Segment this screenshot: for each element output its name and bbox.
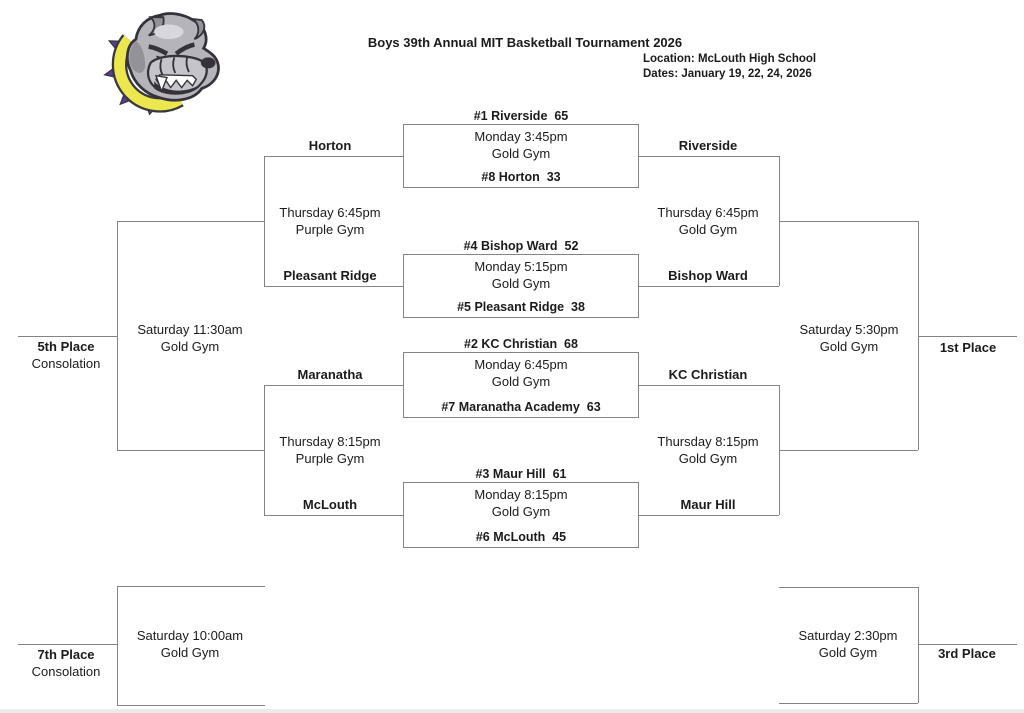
game1-bottom-seed: #8 Horton 33 [481,170,561,184]
3rd-place-venue: Gold Gym [818,645,878,660]
7th-place-venue: Gold Gym [160,645,220,660]
game4-top-seed: #3 Maur Hill 61 [475,467,567,481]
consolation-semi-top-time: Thursday 6:45pm [279,205,381,220]
bracket-line-winners-semi-bottom-out [779,450,918,451]
team-label-pleasant-ridge: Pleasant Ridge [283,268,377,283]
game3-time: Monday 6:45pm [474,357,568,372]
bracket-line-horton [264,156,403,157]
game-box-1: #1 Riverside 65 Monday 3:45pm Gold Gym #… [403,109,639,188]
1st-place-schedule: Saturday 5:30pm Gold Gym [764,321,934,355]
game1-schedule: Monday 3:45pm Gold Gym [404,125,638,162]
bracket-line-bishop-ward [639,286,779,287]
bracket-line-7th-place [18,644,117,645]
game1-time: Monday 3:45pm [474,129,568,144]
game1-top-seed: #1 Riverside 65 [473,109,569,123]
bracket-line-maur-hill [639,515,779,516]
3rd-place-title: 3rd Place [938,646,996,661]
bracket-line-kc-christian [639,385,779,386]
bracket-line-5th-place [18,336,117,337]
7th-place-title: 7th Place [37,647,95,662]
event-location: Location: McLouth High School [643,53,817,65]
7th-place-schedule: Saturday 10:00am Gold Gym [105,627,275,661]
3rd-place-schedule: Saturday 2:30pm Gold Gym [763,627,933,661]
game3-venue: Gold Gym [491,374,551,389]
5th-place-schedule: Saturday 11:30am Gold Gym [105,321,275,355]
team-label-horton: Horton [308,138,352,153]
game2-time: Monday 5:15pm [474,259,568,274]
event-dates: Dates: January 19, 22, 24, 2026 [643,68,812,80]
team-label-maranatha: Maranatha [297,367,363,382]
page-bottom-edge [0,709,1024,713]
5th-place-title: 5th Place [37,339,95,354]
3rd-place-time: Saturday 2:30pm [798,628,898,643]
bracket-line-consolation-semi-bottom-out [117,450,264,451]
bracket-line-consolation-semi-top [264,156,265,286]
game-box-2: #4 Bishop Ward 52 Monday 5:15pm Gold Gym… [403,239,639,318]
winners-semi-top-schedule: Thursday 6:45pm Gold Gym [623,204,793,238]
winners-semi-bottom-time: Thursday 8:15pm [657,434,759,449]
bracket-line-3rd-place [918,644,1017,645]
bracket-line-7th-bottom [117,705,265,706]
game2-schedule: Monday 5:15pm Gold Gym [404,255,638,292]
winners-semi-bottom-venue: Gold Gym [678,451,738,466]
game2-venue: Gold Gym [491,276,551,291]
1st-place-time: Saturday 5:30pm [799,322,899,337]
game4-venue: Gold Gym [491,504,551,519]
5th-place-label: 5th Place Consolation [1,338,131,372]
7th-place-subtitle: Consolation [31,664,101,679]
game-box-3: #2 KC Christian 68 Monday 6:45pm Gold Gy… [403,337,639,418]
5th-place-venue: Gold Gym [160,339,220,354]
bracket-line-maranatha [264,385,403,386]
game4-schedule: Monday 8:15pm Gold Gym [404,483,638,520]
winners-semi-top-time: Thursday 6:45pm [657,205,759,220]
bracket-line-mclouth [264,515,403,516]
bracket-line-7th-vertical [117,586,118,705]
bracket-line-1st-place [918,336,1017,337]
game3-schedule: Monday 6:45pm Gold Gym [404,353,638,390]
winners-semi-bottom-schedule: Thursday 8:15pm Gold Gym [623,433,793,467]
5th-place-time: Saturday 11:30am [137,322,243,337]
team-label-mclouth: McLouth [302,497,358,512]
consolation-semi-bottom-venue: Purple Gym [295,451,365,466]
game4-bottom-seed: #6 McLouth 45 [475,530,567,544]
team-label-riverside: Riverside [678,138,738,153]
game1-venue: Gold Gym [491,146,551,161]
game2-bottom-seed: #5 Pleasant Ridge 38 [457,300,585,314]
consolation-semi-bottom-time: Thursday 8:15pm [279,434,381,449]
consolation-semi-top-schedule: Thursday 6:45pm Purple Gym [245,204,415,238]
3rd-place-label: 3rd Place [902,645,1024,662]
bracket-line-championship-vertical [918,221,919,450]
event-meta: Location: McLouth High School Dates: Jan… [643,52,816,82]
bracket-line-riverside [639,156,779,157]
page-title: Boys 39th Annual MIT Basketball Tourname… [367,35,683,50]
game2-top-seed: #4 Bishop Ward 52 [463,239,579,253]
1st-place-venue: Gold Gym [819,339,879,354]
bracket-line-3rd-top [779,587,918,588]
team-label-kc-christian: KC Christian [668,367,748,382]
bracket-line-consolation-semi-top-out [117,221,264,222]
game-box-4: #3 Maur Hill 61 Monday 8:15pm Gold Gym #… [403,467,639,548]
consolation-semi-top-venue: Purple Gym [295,222,365,237]
bulldog-mascot-logo [103,12,220,116]
bracket-line-consolation-semi-bottom [264,385,265,515]
bracket-line-winners-semi-top-out [779,221,918,222]
bracket-line-3rd-bottom [779,703,918,704]
1st-place-title: 1st Place [939,340,997,355]
bracket-line-5th-place-vertical [117,221,118,450]
game3-top-seed: #2 KC Christian 68 [464,337,578,351]
bracket-line-pleasant-ridge [264,286,403,287]
1st-place-label: 1st Place [903,339,1024,356]
winners-semi-top-venue: Gold Gym [678,222,738,237]
bracket-line-7th-top [117,586,265,587]
bracket-line-3rd-vertical [918,587,919,703]
7th-place-label: 7th Place Consolation [1,646,131,680]
consolation-semi-bottom-schedule: Thursday 8:15pm Purple Gym [245,433,415,467]
game3-bottom-seed: #7 Maranatha Academy 63 [441,400,601,414]
game4-time: Monday 8:15pm [474,487,568,502]
5th-place-subtitle: Consolation [31,356,101,371]
7th-place-time: Saturday 10:00am [136,628,244,643]
team-label-maur-hill: Maur Hill [680,497,736,512]
team-label-bishop-ward: Bishop Ward [668,268,748,283]
